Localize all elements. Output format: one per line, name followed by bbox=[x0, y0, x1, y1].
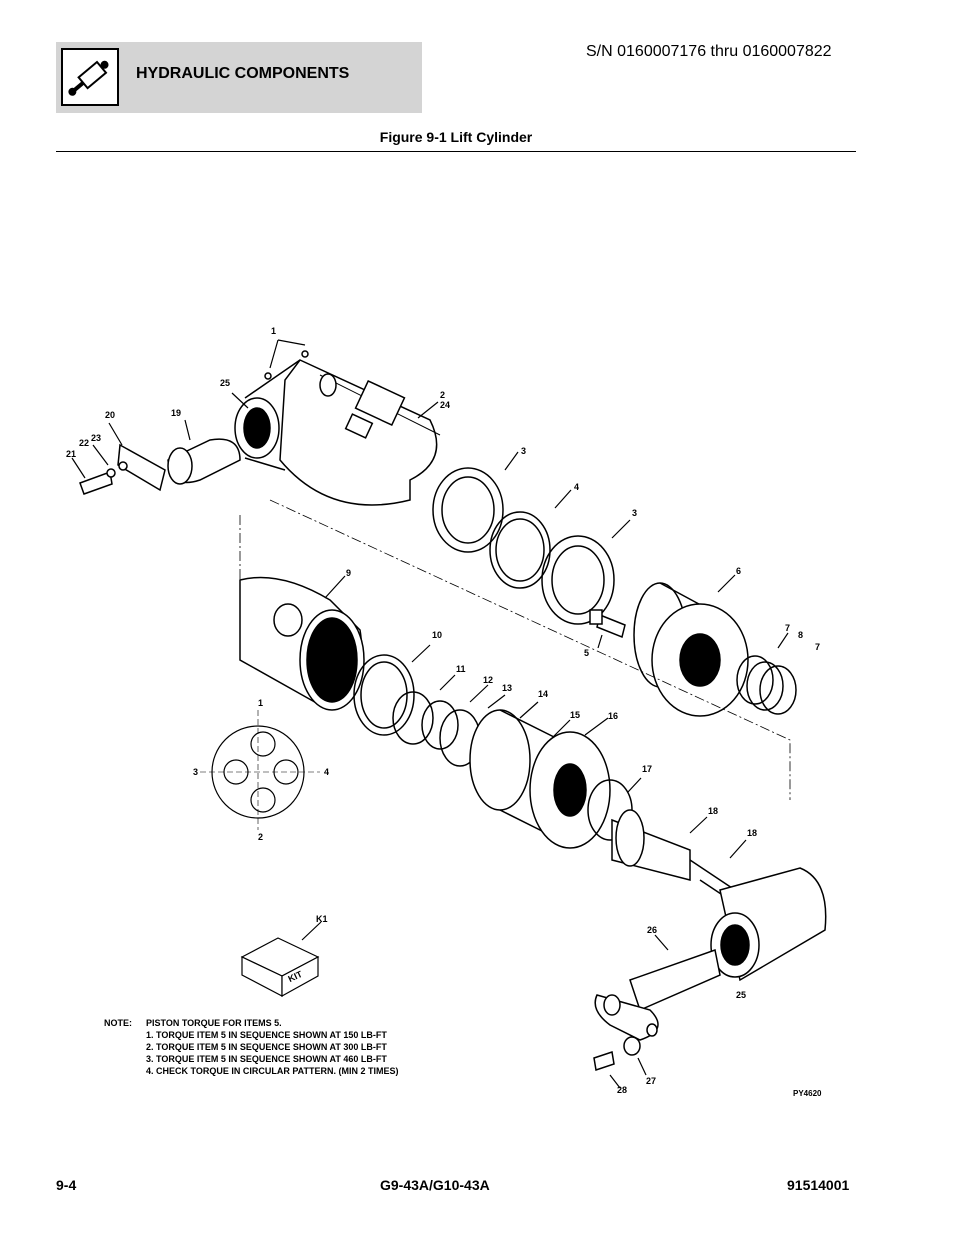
callout-18: 18 bbox=[708, 806, 718, 816]
callout-6: 6 bbox=[736, 566, 741, 576]
callout-12: 12 bbox=[483, 675, 493, 685]
callout-16: 16 bbox=[608, 711, 618, 721]
callout-24: 24 bbox=[440, 400, 450, 410]
piston-upper bbox=[633, 582, 749, 717]
callout-5: 5 bbox=[584, 648, 589, 658]
callout-1: 1 bbox=[271, 326, 276, 336]
callout-22: 22 bbox=[79, 438, 89, 448]
cylinder-barrel bbox=[234, 350, 441, 506]
callout-10: 10 bbox=[432, 630, 442, 640]
piston-lower bbox=[469, 709, 611, 849]
page-number: 9-4 bbox=[56, 1177, 77, 1193]
cylinder-head bbox=[239, 576, 365, 711]
section-title: HYDRAULIC COMPONENTS bbox=[136, 65, 350, 82]
rod-pin bbox=[593, 949, 721, 1071]
callout-k1: K1 bbox=[316, 914, 328, 924]
note-line-4: 4. CHECK TORQUE IN CIRCULAR PATTERN. (MI… bbox=[146, 1066, 399, 1076]
callout-11: 11 bbox=[456, 664, 466, 674]
callout-15: 15 bbox=[570, 710, 580, 720]
callout-23: 23 bbox=[91, 433, 101, 443]
note-label: NOTE: bbox=[104, 1018, 132, 1028]
note-line-2: 2. TORQUE ITEM 5 IN SEQUENCE SHOWN AT 30… bbox=[146, 1042, 387, 1052]
note-heading: PISTON TORQUE FOR ITEMS 5. bbox=[146, 1018, 282, 1028]
piston-bolt bbox=[589, 609, 626, 639]
callout-20: 20 bbox=[105, 410, 115, 420]
pattern-number-4: 4 bbox=[324, 767, 329, 777]
model-numbers: G9-43A/G10-43A bbox=[380, 1177, 490, 1193]
callout-3b: 3 bbox=[632, 508, 637, 518]
callout-9: 9 bbox=[346, 568, 351, 578]
callout-28: 28 bbox=[617, 1085, 627, 1095]
pattern-number-2: 2 bbox=[258, 832, 263, 842]
rod-eye bbox=[710, 867, 827, 982]
figure-title: Figure 9-1 Lift Cylinder bbox=[379, 129, 533, 145]
pin-and-bracket bbox=[79, 438, 241, 495]
callout-14: 14 bbox=[538, 689, 548, 699]
callout-7: 7 bbox=[785, 623, 790, 633]
callout-4: 4 bbox=[574, 482, 579, 492]
callout-18b: 18 bbox=[747, 828, 757, 838]
callout-8: 8 bbox=[798, 630, 803, 640]
callout-17: 17 bbox=[642, 764, 652, 774]
callout-25: 25 bbox=[220, 378, 230, 388]
pattern-number-3: 3 bbox=[193, 767, 198, 777]
upper-rings bbox=[432, 467, 615, 625]
note-line-3: 3. TORQUE ITEM 5 IN SEQUENCE SHOWN AT 46… bbox=[146, 1054, 387, 1064]
callout-19: 19 bbox=[171, 408, 181, 418]
callout-13: 13 bbox=[502, 683, 512, 693]
pattern-number-1: 1 bbox=[258, 698, 263, 708]
drawing-code: PY4620 bbox=[793, 1089, 822, 1098]
callout-3: 3 bbox=[521, 446, 526, 456]
header-rule bbox=[56, 151, 856, 152]
kit-box bbox=[240, 937, 320, 998]
note-line-1: 1. TORQUE ITEM 5 IN SEQUENCE SHOWN AT 15… bbox=[146, 1030, 387, 1040]
callout-7b: 7 bbox=[815, 642, 820, 652]
callout-25b: 25 bbox=[736, 990, 746, 1000]
torque-note: NOTE: PISTON TORQUE FOR ITEMS 5. 1. TORQU… bbox=[104, 1017, 399, 1077]
bolt-pattern bbox=[200, 710, 320, 830]
serial-range: S/N 0160007176 thru 0160007822 bbox=[586, 43, 832, 60]
callout-2: 2 bbox=[440, 390, 445, 400]
callout-26: 26 bbox=[647, 925, 657, 935]
callout-21: 21 bbox=[66, 449, 76, 459]
small-rings bbox=[736, 655, 797, 715]
manual-number: 91514001 bbox=[787, 1177, 850, 1193]
leader-lines bbox=[71, 339, 789, 1089]
lower-seals bbox=[353, 654, 481, 767]
hydraulic-cylinder-icon bbox=[61, 48, 119, 106]
callout-27: 27 bbox=[646, 1076, 656, 1086]
